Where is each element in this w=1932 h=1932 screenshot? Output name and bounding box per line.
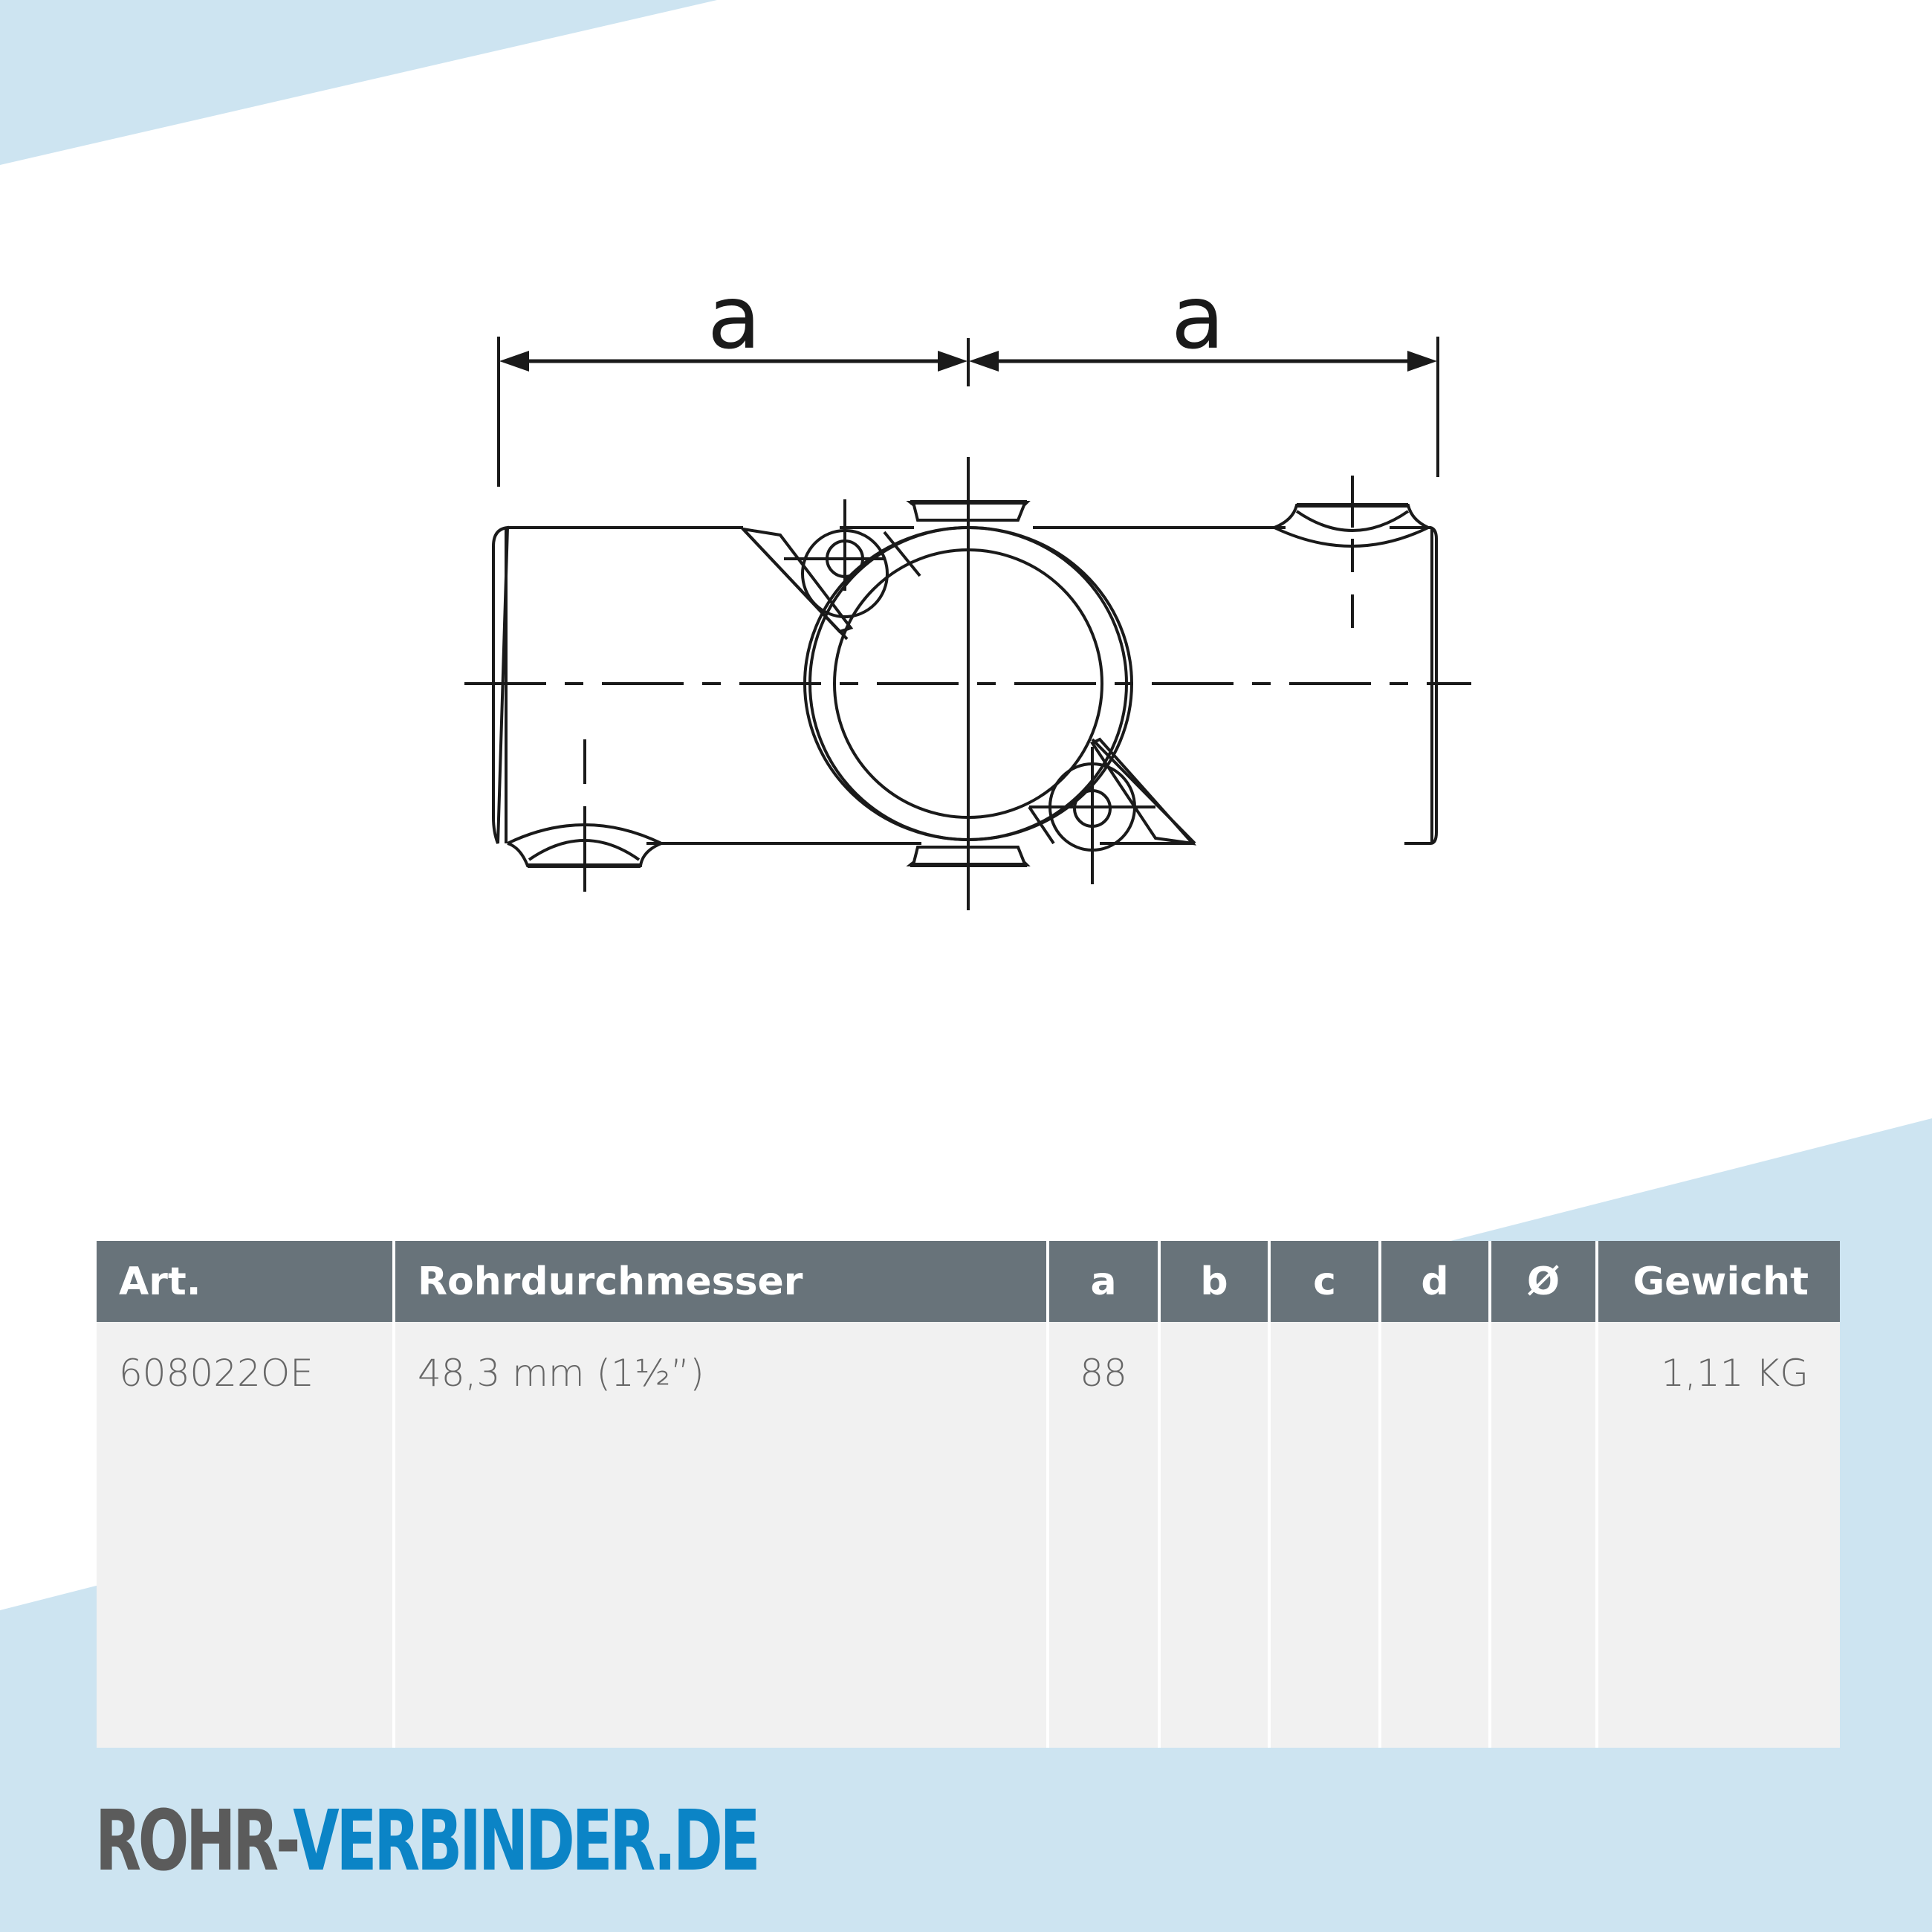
cell-art: 608022OE: [97, 1322, 394, 1748]
table-header-row: Art. Rohrdurchmesser a b c d Ø Gewicht: [97, 1241, 1840, 1322]
brand-logo: ROHR-VERBINDER.DE: [95, 1797, 761, 1886]
dimension-lines: [497, 337, 1439, 487]
brand-logo-part1: ROHR-: [95, 1793, 296, 1890]
cell-d: [1378, 1322, 1490, 1748]
cell-c: [1268, 1322, 1380, 1748]
spec-table: Art. Rohrdurchmesser a b c d Ø Gewicht 6…: [97, 1241, 1840, 1748]
header-gewicht: Gewicht: [1595, 1241, 1840, 1322]
dimension-label-a-right: a: [1171, 266, 1225, 369]
arrow-head-icon: [969, 351, 999, 372]
arrow-head-icon: [499, 351, 529, 372]
bolt-lug-bottom-right: [1028, 737, 1197, 884]
header-c: c: [1268, 1241, 1380, 1322]
saddle-top-right: [1274, 476, 1429, 632]
pipe-body: [464, 457, 1471, 910]
header-rohrdurchmesser: Rohrdurchmesser: [392, 1241, 1048, 1322]
cell-diameter: [1488, 1322, 1597, 1748]
arrow-head-icon: [1407, 351, 1437, 372]
bolt-lug-top-left: [739, 499, 921, 641]
table-row: 608022OE 48,3 mm (1½”) 88 1,11 KG: [97, 1322, 1840, 1748]
header-a: a: [1046, 1241, 1159, 1322]
header-diameter: Ø: [1488, 1241, 1597, 1322]
saddle-bottom-left: [507, 739, 662, 892]
top-left-accent-shape: [0, 0, 717, 165]
cell-a: 88: [1046, 1322, 1159, 1748]
brand-logo-part2: VERBINDER.DE: [293, 1793, 760, 1890]
cell-gewicht: 1,11 KG: [1595, 1322, 1840, 1748]
cell-b: [1158, 1322, 1269, 1748]
dimension-label-a-left: a: [707, 266, 761, 369]
cell-rohrdurchmesser: 48,3 mm (1½”): [392, 1322, 1048, 1748]
header-b: b: [1158, 1241, 1269, 1322]
center-ring: [803, 500, 1133, 867]
header-art: Art.: [97, 1241, 394, 1322]
arrow-head-icon: [938, 351, 967, 372]
header-d: d: [1378, 1241, 1490, 1322]
